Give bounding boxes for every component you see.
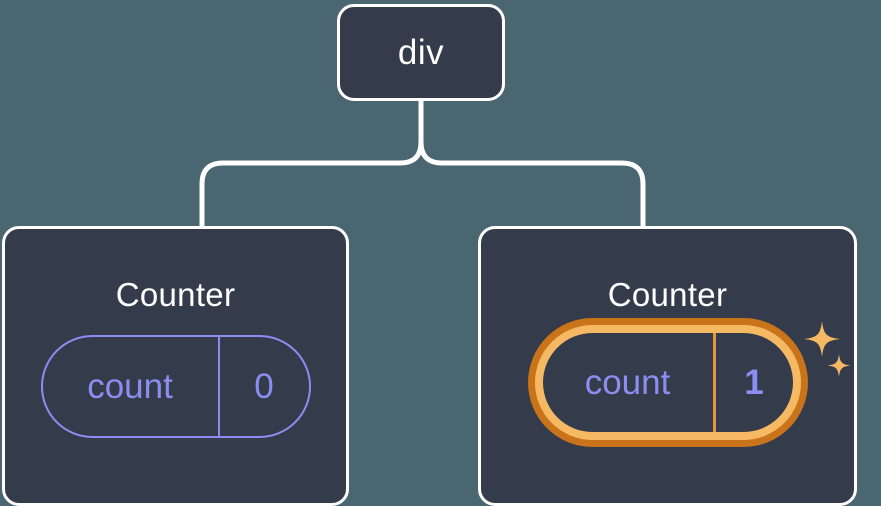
state-value-left: 0 <box>254 367 274 406</box>
state-pill-right-highlight-ring: count 1 <box>527 318 808 447</box>
node-div[interactable]: div <box>337 4 505 101</box>
state-key-left: count <box>43 337 220 436</box>
counter-title-right: Counter <box>607 276 728 313</box>
node-counter-right[interactable]: Counter count 1 <box>478 226 857 506</box>
connector-right <box>418 98 646 229</box>
state-key-right: count <box>543 333 716 432</box>
node-div-label: div <box>397 33 445 72</box>
state-pill-left-wrap: count 0 <box>40 335 311 438</box>
state-pill-left[interactable]: count 0 <box>40 335 311 438</box>
connector-left <box>199 98 424 229</box>
state-pill-right-inner-ring: count 1 <box>534 325 801 440</box>
component-tree-diagram: div Counter count 0 Counter count 1 <box>2 4 857 506</box>
counter-title-left: Counter <box>115 276 236 313</box>
state-value-right: 1 <box>744 363 764 402</box>
state-pill-right[interactable]: count 1 <box>542 333 793 432</box>
state-pill-right-wrap: count 1 <box>527 318 808 447</box>
node-counter-left[interactable]: Counter count 0 <box>2 226 349 506</box>
